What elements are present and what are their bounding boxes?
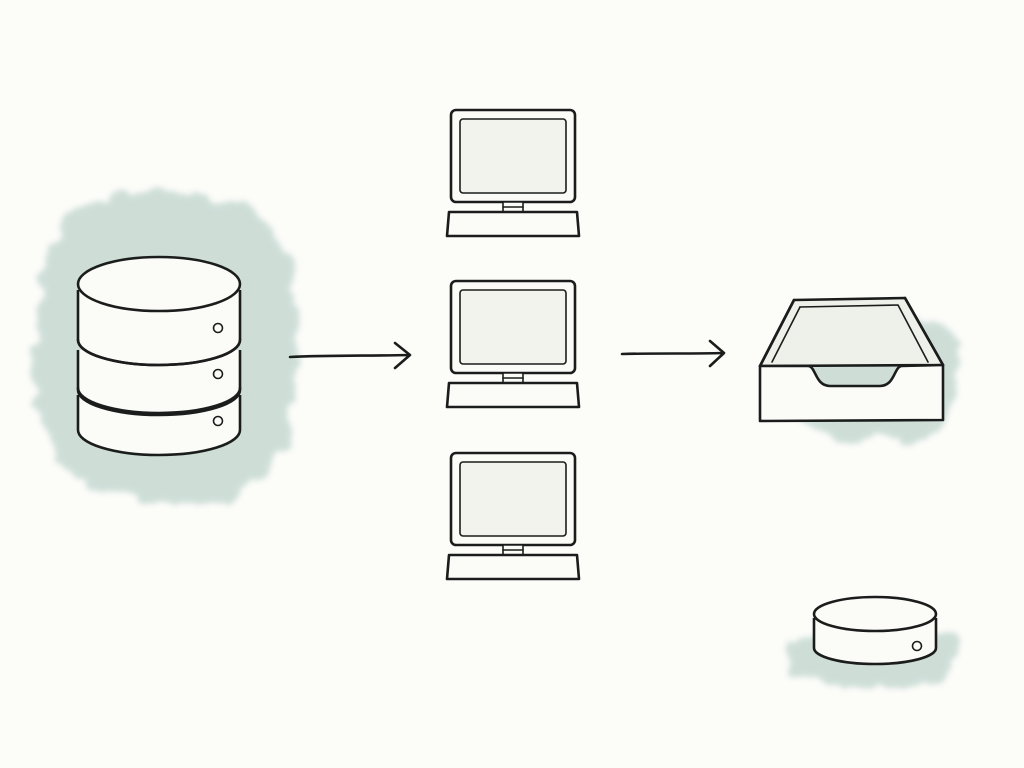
arrow-right-icon (288, 341, 412, 370)
computer-2 (445, 279, 581, 409)
small-disk-icon (812, 595, 938, 666)
desktop-computer-icon (445, 108, 581, 238)
arrow-computer-to-tray (620, 339, 726, 368)
arrow-database-to-computer (288, 341, 412, 370)
arrow-right-icon (620, 339, 726, 368)
computer-3 (445, 451, 581, 581)
inbox-tray-icon (758, 296, 945, 423)
desktop-computer-icon (445, 279, 581, 409)
database-icon (76, 255, 242, 457)
desktop-computer-icon (445, 451, 581, 581)
computer-1 (445, 108, 581, 238)
